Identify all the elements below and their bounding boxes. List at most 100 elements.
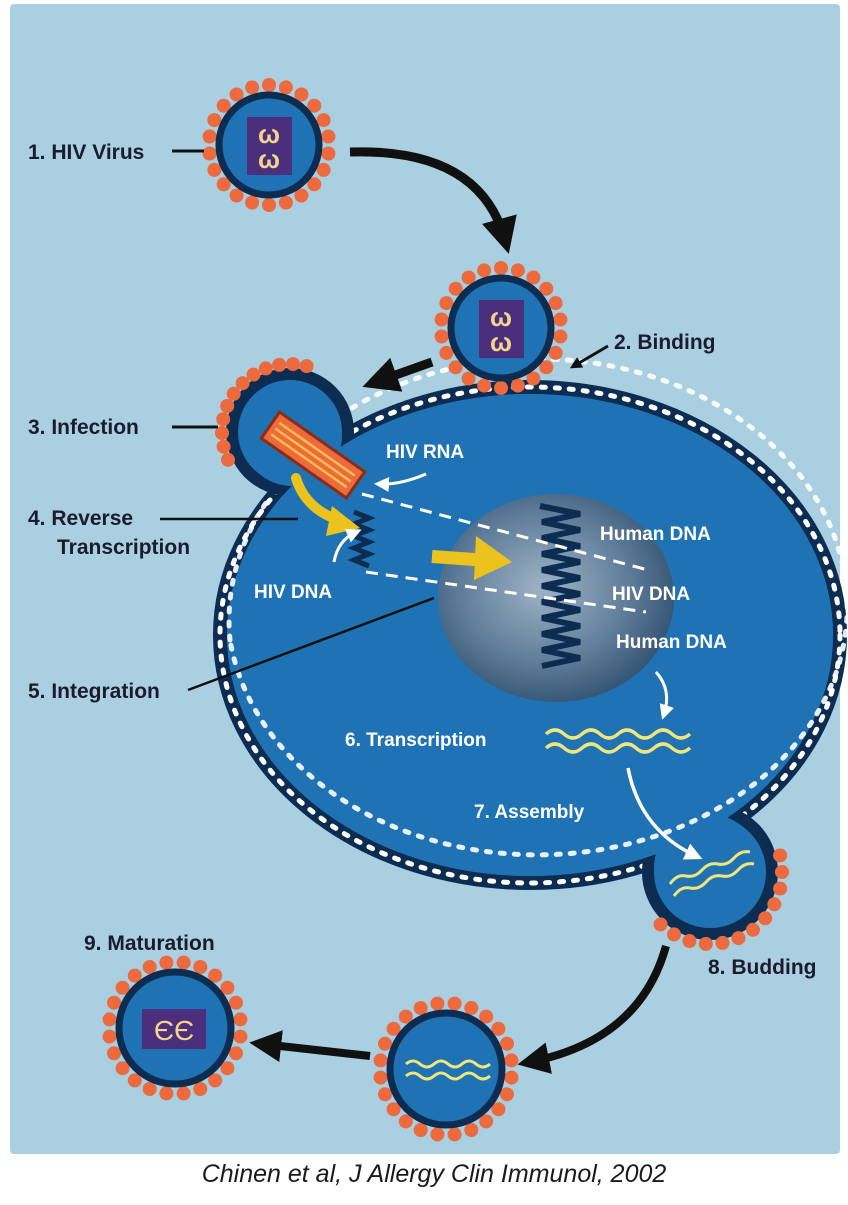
arrow-to-hiv-rna bbox=[374, 472, 427, 492]
virus-core bbox=[247, 117, 292, 175]
spike-knob bbox=[193, 960, 208, 974]
spike-knob bbox=[526, 270, 541, 285]
spike-knob bbox=[477, 263, 492, 278]
virus-core-glyph-top: ω bbox=[490, 302, 512, 332]
label-infection: 3. Infection bbox=[28, 416, 139, 439]
spike-knob bbox=[176, 955, 191, 970]
spike-knob bbox=[115, 980, 130, 995]
spike-knob bbox=[439, 345, 454, 360]
arrow-to-transcription bbox=[654, 671, 674, 720]
label-human-dna-top: Human DNA bbox=[600, 524, 711, 545]
label-binding: 2. Binding bbox=[614, 331, 716, 354]
spike-knob bbox=[464, 1001, 479, 1015]
spike-knob bbox=[413, 1123, 428, 1137]
spike-knob bbox=[216, 439, 231, 454]
spike-knob bbox=[193, 1082, 208, 1096]
spike-knob bbox=[548, 345, 563, 360]
spike-knob bbox=[216, 177, 231, 192]
spike-knob bbox=[233, 1029, 248, 1044]
spike-knob bbox=[245, 195, 260, 210]
arrow-to-maturation bbox=[249, 1030, 371, 1063]
spike-knob bbox=[448, 281, 463, 296]
spike-knob bbox=[207, 162, 222, 177]
spike-knob bbox=[235, 376, 250, 391]
spike-knob bbox=[321, 146, 336, 161]
spike-knob bbox=[698, 936, 713, 951]
spike-knob bbox=[216, 412, 231, 427]
spike-knob bbox=[215, 426, 229, 440]
dashed-guide-upper bbox=[361, 492, 649, 572]
assembly-wave-top bbox=[668, 850, 751, 885]
spike-knob bbox=[278, 80, 293, 95]
spike-knob bbox=[127, 968, 142, 983]
spike-knob bbox=[539, 281, 554, 296]
label-budding: 8. Budding bbox=[708, 956, 817, 979]
spike-knob bbox=[115, 1061, 130, 1076]
spike-knob bbox=[439, 296, 454, 311]
spike-knob bbox=[526, 371, 541, 386]
spike-knob bbox=[510, 378, 525, 393]
spike-knob bbox=[767, 897, 782, 912]
spike-knob bbox=[176, 1086, 191, 1101]
spike-knob bbox=[430, 996, 445, 1011]
spike-knob bbox=[378, 1036, 392, 1051]
label-maturation: 9. Maturation bbox=[84, 932, 215, 955]
host-cell-membrane-dots bbox=[217, 384, 843, 886]
spike-knob bbox=[246, 367, 261, 382]
label-reverse-line2: Transcription bbox=[57, 536, 190, 559]
spike-knob bbox=[294, 188, 309, 203]
spike-knob bbox=[500, 1087, 514, 1102]
spike-knob bbox=[226, 386, 241, 401]
label-hiv-virus: 1. HIV Virus bbox=[28, 141, 144, 164]
spike-knob bbox=[479, 1114, 494, 1129]
label-integration: 5. Integration bbox=[28, 680, 160, 703]
spike-knob bbox=[500, 1036, 514, 1051]
arrow-binding-label bbox=[569, 344, 609, 369]
spike-knob bbox=[434, 329, 449, 344]
label-assembly: 7. Assembly bbox=[474, 802, 585, 823]
arrow-to-assembly bbox=[626, 767, 703, 860]
assembly-wave-bottom bbox=[672, 862, 755, 897]
spike-knob bbox=[447, 996, 462, 1011]
released-virus-particle bbox=[386, 1009, 506, 1129]
spike-knob bbox=[229, 1046, 243, 1061]
leader-integration bbox=[187, 596, 435, 692]
binding-virus-particle: ω ω bbox=[447, 274, 555, 382]
spike-knob bbox=[539, 360, 554, 375]
transcription-wave-top bbox=[544, 728, 692, 740]
spike-knob bbox=[202, 146, 217, 161]
spike-knob bbox=[746, 922, 760, 937]
label-hiv-dna-right: HIV DNA bbox=[612, 584, 690, 605]
spike-knob bbox=[373, 1053, 388, 1068]
spike-knob bbox=[494, 261, 508, 275]
arrow-binding-to-infection bbox=[362, 357, 434, 392]
spike-knob bbox=[373, 1070, 388, 1085]
transcription-wave-bottom bbox=[544, 742, 692, 754]
spike-knob bbox=[447, 1127, 462, 1142]
spike-knob bbox=[220, 399, 235, 413]
spike-knob bbox=[398, 1114, 413, 1129]
virus-core-glyph-bottom: ω bbox=[258, 144, 280, 174]
spike-knob bbox=[413, 1001, 428, 1015]
spike-knob bbox=[464, 1123, 479, 1137]
spike-knob bbox=[159, 955, 174, 970]
virus-core bbox=[479, 300, 524, 358]
spike-knob bbox=[102, 1012, 117, 1027]
spike-knob bbox=[491, 1021, 506, 1036]
spike-knob bbox=[548, 296, 563, 311]
spike-knob bbox=[245, 80, 260, 95]
spike-knob bbox=[233, 1012, 248, 1027]
citation: Chinen et al, J Allergy Clin Immunol, 20… bbox=[202, 1160, 667, 1188]
spike-knob bbox=[758, 911, 773, 926]
spike-knob bbox=[127, 1073, 142, 1088]
mature-core-glyph: ЄЄ bbox=[154, 1015, 194, 1046]
spike-knob bbox=[307, 98, 322, 113]
spike-knob bbox=[653, 917, 668, 932]
spike-knob bbox=[461, 371, 476, 386]
spike-knob bbox=[430, 1127, 445, 1142]
spike-knob bbox=[316, 162, 331, 177]
hiv-dna-small bbox=[347, 509, 376, 569]
mature-virus-particle: ЄЄ bbox=[115, 968, 235, 1088]
label-transcription: 6. Transcription bbox=[345, 730, 486, 751]
